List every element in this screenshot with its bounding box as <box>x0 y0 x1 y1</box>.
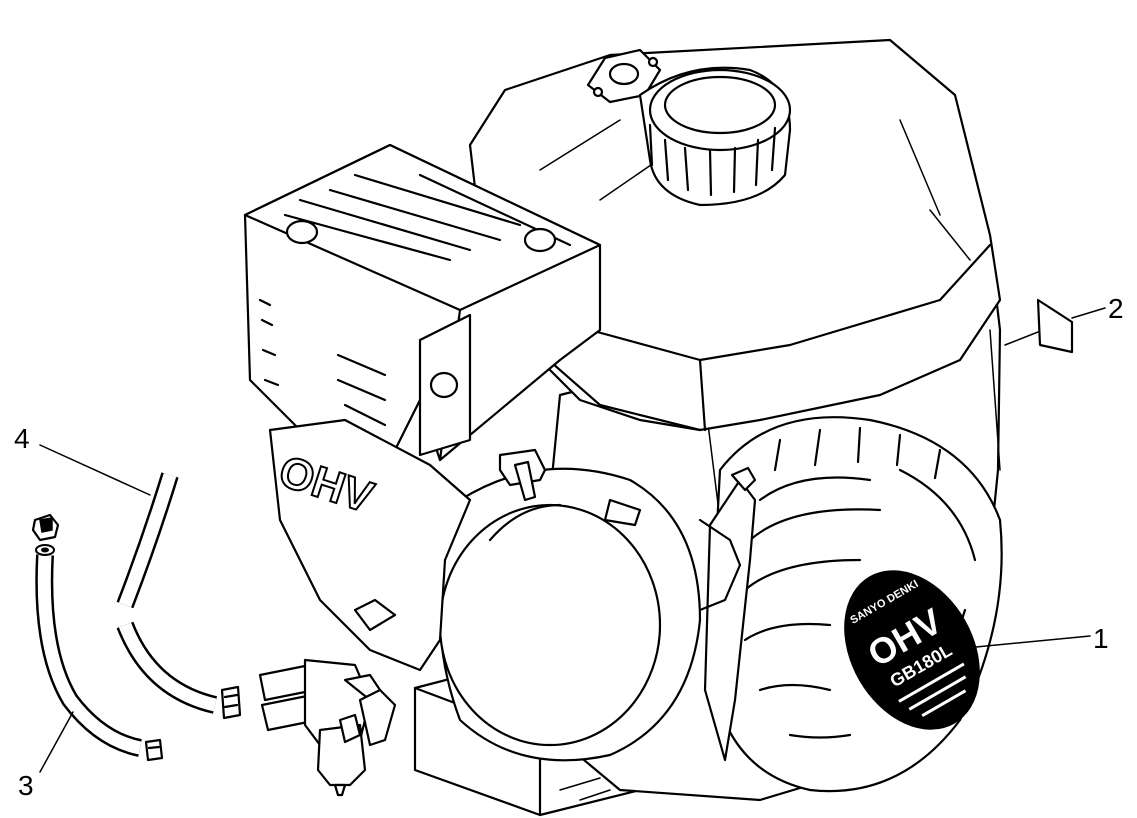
fuel-cap <box>638 66 792 207</box>
callout-2: 2 <box>1108 293 1124 324</box>
callout-4: 4 <box>14 423 30 454</box>
callout-1: 1 <box>1093 623 1109 654</box>
caution-sticker <box>1004 298 1074 354</box>
leader-lines <box>39 307 1106 773</box>
leader-line-1 <box>944 635 1091 651</box>
leader-line-2 <box>1071 307 1106 319</box>
fuel-hose-short <box>35 544 143 757</box>
air-cleaner <box>438 467 702 762</box>
hose-clamp-mid <box>220 685 242 720</box>
tank-vent-boss <box>586 48 662 104</box>
leader-line-3 <box>39 711 74 773</box>
fuel-hose-long <box>116 472 218 714</box>
hose-clamp-bottom <box>144 738 164 762</box>
engine-label-decal: SANYO DENKI OHV GB180L <box>844 570 980 730</box>
engine-shroud: OHV <box>268 418 472 672</box>
fuel-line-fitting <box>498 448 547 502</box>
hose-clamp-top-left <box>31 513 60 542</box>
callout-3: 3 <box>18 770 34 801</box>
leader-line-4 <box>39 444 151 496</box>
muffler <box>243 143 602 482</box>
fuel-valve <box>258 658 397 797</box>
starter-handle <box>698 466 757 762</box>
fuel-tank <box>468 38 1002 432</box>
